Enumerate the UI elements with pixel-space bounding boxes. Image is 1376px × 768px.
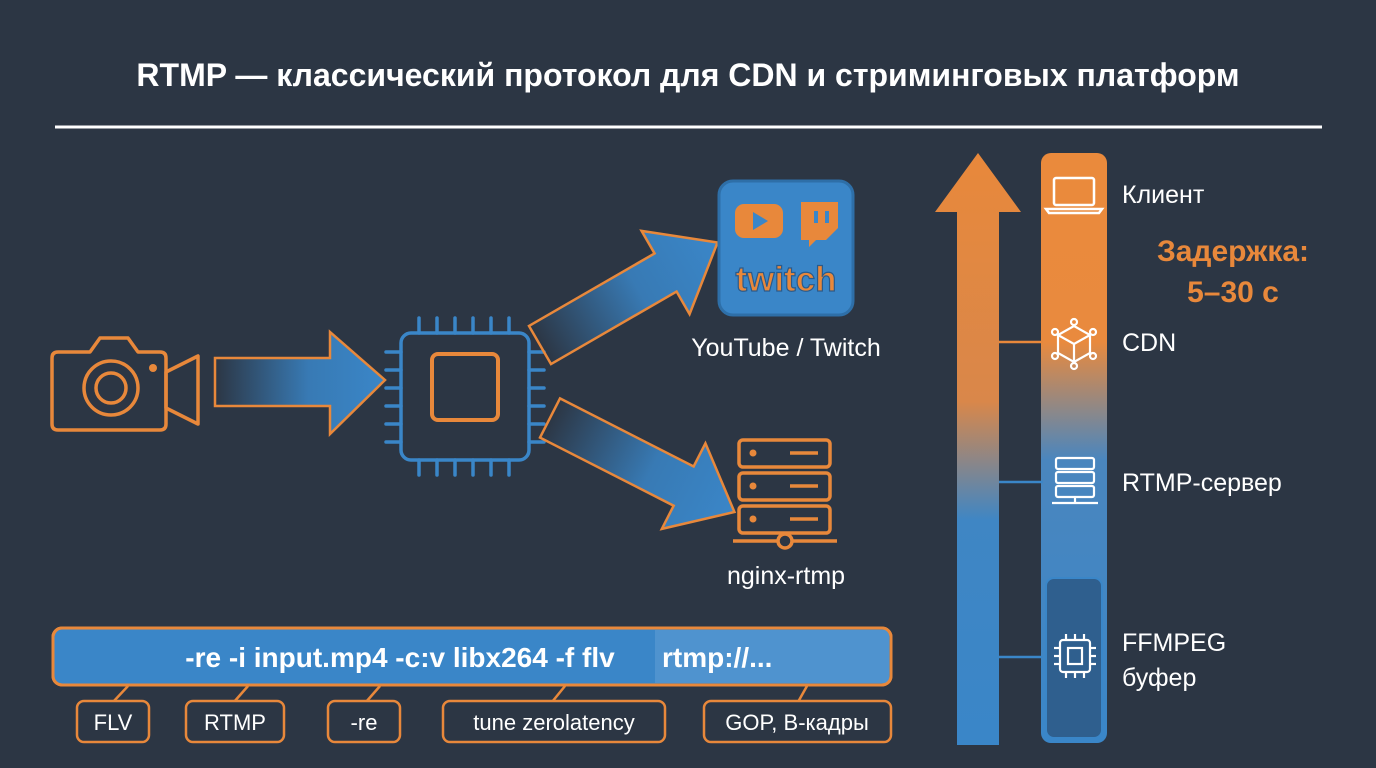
- level-label-ffmpeg: FFMPEG: [1122, 629, 1226, 657]
- youtube-twitch-logo: twitch: [717, 179, 855, 317]
- latency-value: 5–30 с: [1187, 276, 1279, 309]
- page-title: RTMP — классический протокол для CDN и с…: [136, 57, 1239, 93]
- ffmpeg-buffer-segment: [1045, 577, 1103, 739]
- svg-text:tune zerolatency: tune zerolatency: [473, 710, 634, 735]
- nginx-server-icon: [733, 438, 837, 550]
- flow-arrow-camera-to-encoder: [213, 329, 387, 437]
- tag-connectors: [112, 685, 809, 703]
- ffmpeg-command-bar: -re -i input.mp4 -c:v libx264 -f flv rtm…: [51, 626, 893, 687]
- svg-text:GOP, B-кадры: GOP, B-кадры: [725, 710, 869, 735]
- tag-flv: FLV: [75, 699, 151, 744]
- level-label-rtmp-server: RTMP-сервер: [1122, 469, 1282, 497]
- server-icon: [1052, 456, 1098, 505]
- nginx-label: nginx-rtmp: [727, 562, 845, 590]
- svg-text:FLV: FLV: [94, 710, 133, 735]
- svg-text:RTMP: RTMP: [204, 710, 266, 735]
- level-label-buffer: буфер: [1122, 664, 1196, 692]
- chip-icon: [1054, 634, 1096, 678]
- tag-tune-zerolatency: tune zerolatency: [441, 699, 667, 744]
- flow-arrow-to-youtube-twitch: [527, 229, 720, 366]
- network-cube-icon: [1050, 317, 1098, 371]
- level-label-client: Клиент: [1122, 181, 1205, 209]
- tag-rtmp: RTMP: [184, 699, 286, 744]
- flow-arrow-to-nginx: [538, 396, 737, 531]
- youtube-twitch-label: YouTube / Twitch: [691, 334, 880, 362]
- latency-up-arrow: [935, 153, 1021, 745]
- twitch-wordmark: twitch: [735, 260, 836, 299]
- command-text: -re -i input.mp4 -c:v libx264 -f flv: [185, 642, 615, 673]
- encoder-chip-icon: [384, 316, 546, 477]
- tag-gop-bframes: GOP, B-кадры: [702, 699, 893, 744]
- command-url: rtmp://...: [662, 642, 772, 673]
- youtube-icon: [735, 204, 783, 238]
- latency-title: Задержка:: [1157, 235, 1309, 268]
- twitch-icon: [801, 202, 838, 247]
- tag-re: -re: [326, 699, 402, 744]
- video-camera-icon: [50, 336, 200, 432]
- level-label-cdn: CDN: [1122, 329, 1176, 357]
- level-connectors: [999, 340, 1043, 659]
- laptop-icon: [1043, 176, 1105, 215]
- svg-text:-re: -re: [351, 710, 378, 735]
